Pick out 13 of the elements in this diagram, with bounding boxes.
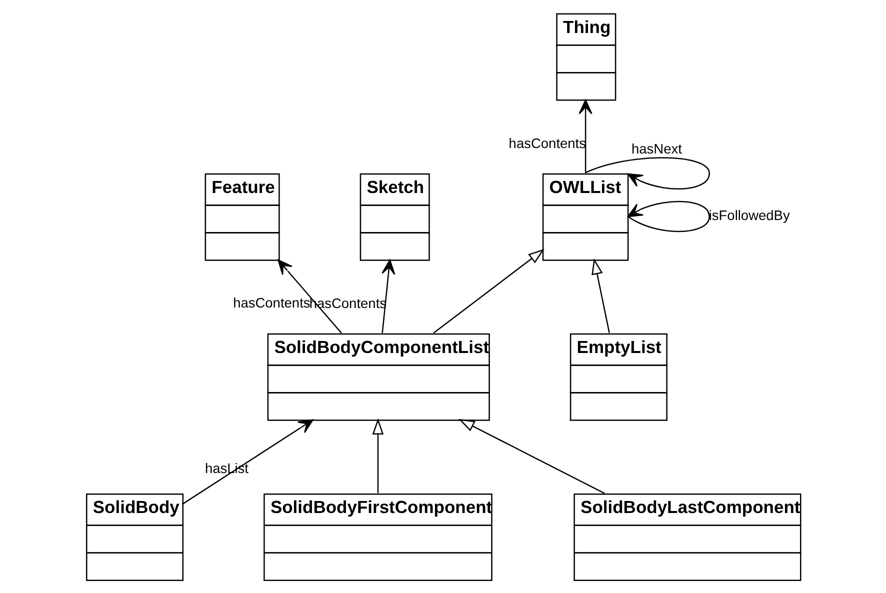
arrow — [278, 259, 342, 334]
arrow — [372, 418, 384, 494]
edge-label: hasContents — [233, 295, 310, 310]
edge-label: hasContents — [508, 136, 586, 151]
arrow — [458, 418, 605, 494]
arrow — [592, 258, 610, 334]
arrow — [578, 99, 592, 173]
arrow — [182, 419, 314, 505]
arrow — [433, 248, 544, 334]
arrow — [627, 200, 710, 232]
arrow — [382, 259, 396, 334]
edge-label: isFollowedBy — [708, 208, 790, 223]
edge-label: hasNext — [632, 141, 682, 156]
